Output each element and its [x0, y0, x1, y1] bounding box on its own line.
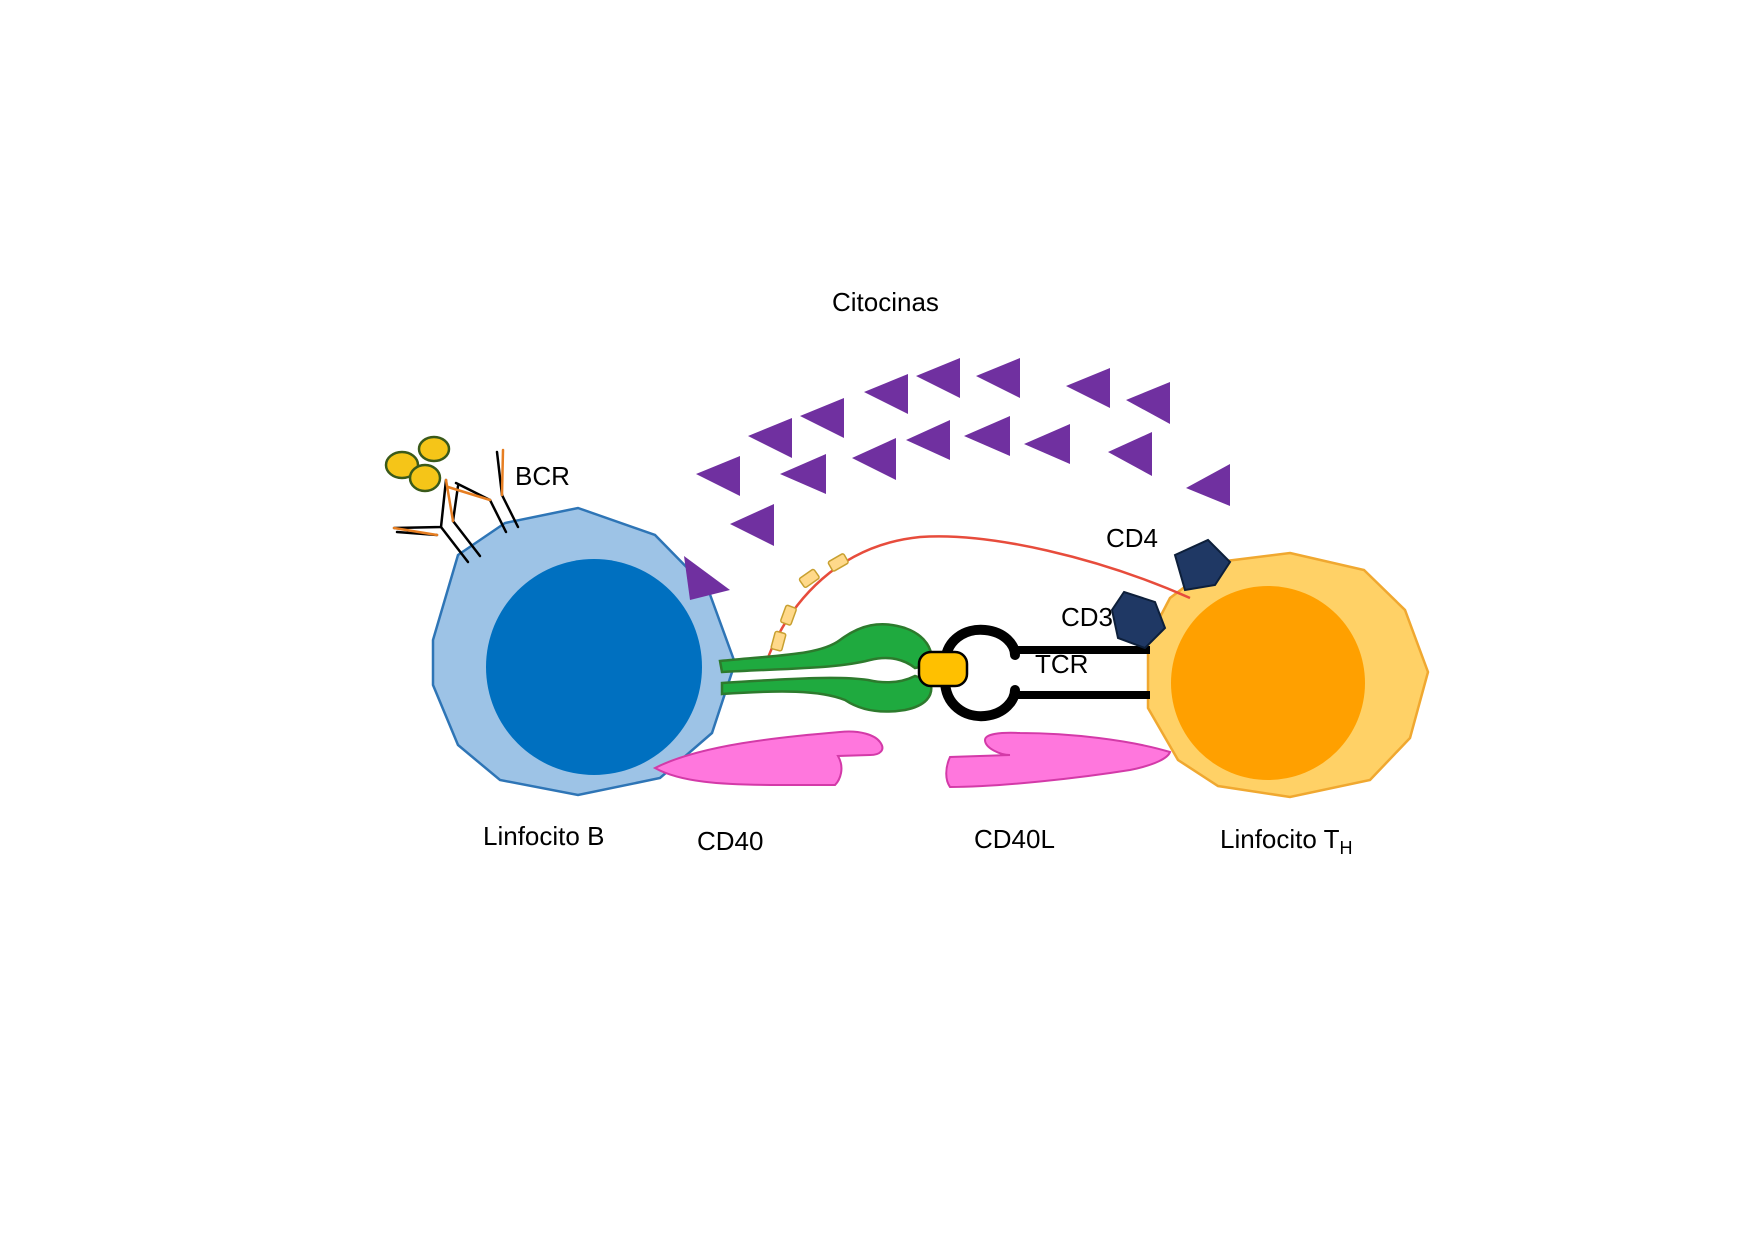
- cd40l-label: CD40L: [974, 824, 1055, 854]
- cytokine-9: [780, 454, 826, 494]
- cytokine-1: [696, 456, 740, 496]
- cytokine-17: [684, 556, 730, 600]
- mhc-class-ii: [718, 622, 933, 713]
- cytokine-5: [916, 358, 960, 398]
- cd4-link-segment-2: [798, 568, 820, 589]
- th-cell-label: Linfocito TH: [1220, 824, 1352, 858]
- bcr-receptor-2: [446, 448, 520, 534]
- b-cell-label: Linfocito B: [483, 821, 604, 851]
- cd4-link-segment-1: [827, 553, 849, 572]
- cd4-link: [765, 535, 1191, 661]
- tcr-label: TCR: [1035, 649, 1088, 679]
- cd40-shape: [652, 730, 884, 786]
- cd3-shape: [1110, 590, 1167, 650]
- antigen-cluster: [384, 435, 451, 493]
- cd4-shape: [1173, 538, 1232, 592]
- tcr-lower-arm: [940, 675, 1020, 722]
- cytokine-15: [1186, 464, 1230, 506]
- th-lymphocyte: [1146, 551, 1430, 799]
- cytokine-4: [864, 374, 908, 414]
- cytokine-6: [976, 358, 1020, 398]
- cytokine-13: [1024, 424, 1070, 464]
- cytokine-10: [852, 438, 896, 480]
- b-cell-nucleus: [486, 559, 702, 775]
- cytokine-7: [1066, 368, 1110, 408]
- cytokine-14: [1108, 432, 1152, 476]
- cytokine-8: [1126, 382, 1170, 424]
- cd3-label: CD3: [1061, 602, 1113, 632]
- cytokine-11: [906, 420, 950, 460]
- cd4-link-segment-4: [770, 630, 787, 652]
- cytokine-12: [964, 416, 1010, 456]
- cd40-molecule: [652, 730, 884, 786]
- mhc-upper-chain: [718, 622, 933, 674]
- cd4-link-segment-3: [780, 604, 797, 626]
- cd4-molecule: [1173, 538, 1232, 592]
- mhc-lower-chain: [720, 674, 933, 713]
- antigen-peptide: [917, 650, 969, 688]
- th-cell-label-subscript: H: [1339, 838, 1352, 858]
- cytokine-2: [748, 418, 792, 458]
- th-cell-label-main: Linfocito T: [1220, 824, 1340, 854]
- b-lymphocyte: [431, 506, 737, 797]
- cytokines-label: Citocinas: [832, 287, 939, 317]
- cd3-molecule: [1110, 590, 1167, 650]
- cytokine-16: [730, 504, 774, 546]
- cd4-label: CD4: [1106, 523, 1158, 553]
- cd40-label: CD40: [697, 826, 763, 856]
- cd40l-shape: [945, 731, 1172, 789]
- bcr-receptor-group: [384, 435, 520, 564]
- bcr-label: BCR: [515, 461, 570, 491]
- cd4-link-line: [765, 535, 1191, 661]
- antigen-3: [408, 463, 442, 493]
- th-cell-nucleus: [1171, 586, 1365, 780]
- tcr-upper-arm: [940, 624, 1020, 670]
- cytokine-3: [800, 398, 844, 438]
- cd40l-molecule: [945, 731, 1172, 789]
- tcr-complex: [917, 624, 1150, 722]
- antigen-1: [384, 450, 420, 480]
- bcr-receptor-1: [392, 478, 482, 564]
- antigen-2: [417, 435, 451, 463]
- cytokines-cluster: [684, 358, 1230, 600]
